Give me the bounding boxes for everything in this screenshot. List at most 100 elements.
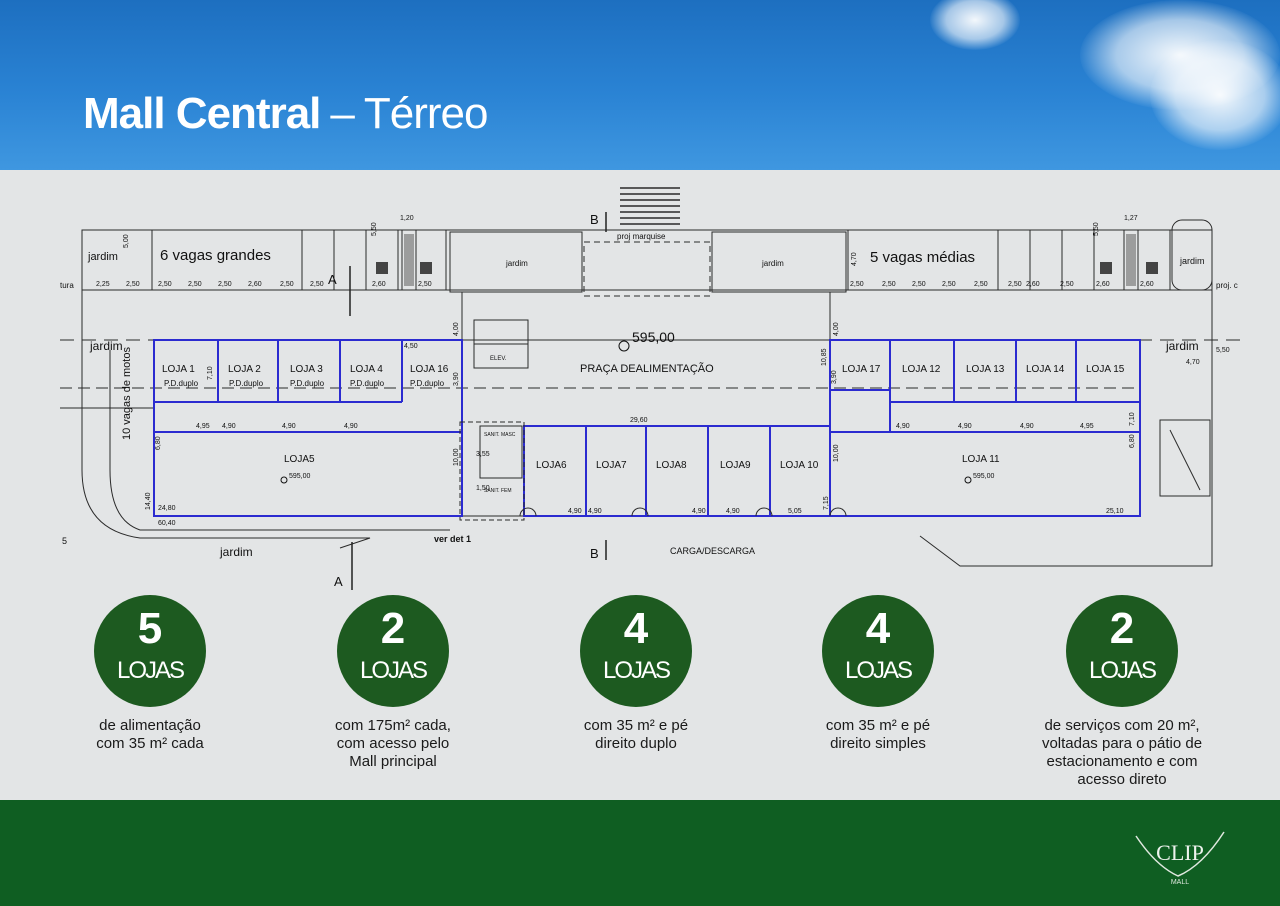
label-five: 5 bbox=[62, 536, 67, 546]
dim: 2,60 bbox=[1026, 281, 1040, 288]
caption-line: com 35 m² cada bbox=[96, 735, 204, 752]
stat-caption-5: de serviços com 20 m², voltadas para o p… bbox=[1012, 717, 1232, 789]
dim: 5,05 bbox=[788, 508, 802, 515]
shop-loja-3: LOJA 3 bbox=[290, 364, 323, 375]
stat-unit: LOJAS bbox=[844, 657, 913, 684]
dim: 10,85 bbox=[821, 348, 828, 366]
dim: 60,40 bbox=[158, 520, 176, 527]
stat-unit: LOJAS bbox=[602, 657, 671, 684]
stat-number: 5 bbox=[137, 604, 163, 653]
dim: 14,40 bbox=[145, 492, 152, 510]
dim: 7,15 bbox=[823, 496, 830, 510]
shop-loja-6: LOJA6 bbox=[536, 460, 567, 471]
title-main: Mall Central bbox=[83, 89, 321, 138]
stat-unit: LOJAS bbox=[359, 657, 428, 684]
shop-loja-5: LOJA5 bbox=[284, 454, 315, 465]
section-b-bottom: B bbox=[590, 546, 599, 561]
label-jardim-bottom: jardim bbox=[219, 545, 253, 559]
shop-loja-14: LOJA 14 bbox=[1026, 364, 1065, 375]
caption-line: Mall principal bbox=[349, 753, 437, 770]
dim: 2,50 bbox=[942, 281, 956, 288]
label-carga: CARGA/DESCARGA bbox=[670, 546, 755, 556]
curb-left bbox=[109, 350, 450, 531]
dim: 5,00 bbox=[123, 234, 130, 248]
dim: 2,50 bbox=[126, 281, 140, 288]
dim: 2,50 bbox=[418, 281, 432, 288]
shop-loja-12: LOJA 12 bbox=[902, 364, 941, 375]
caption-line: estacionamento e com bbox=[1046, 753, 1198, 770]
dim: 2,60 bbox=[1096, 281, 1110, 288]
dim: 2,25 bbox=[96, 281, 110, 288]
stat-caption-2: com 175m² cada, com acesso pelo Mall pri… bbox=[283, 717, 503, 771]
shop-loja-4: LOJA 4 bbox=[350, 364, 383, 375]
dim: 2,50 bbox=[218, 281, 232, 288]
stat-badge-4: 4 LOJAS bbox=[822, 595, 934, 707]
dim: 4,90 bbox=[896, 423, 910, 430]
dim: 6,80 bbox=[1129, 434, 1136, 448]
dim: 1,27 bbox=[1124, 215, 1138, 222]
label-jardim-top-right: jardim bbox=[1179, 256, 1205, 266]
header-banner: Mall Central–Térreo bbox=[0, 0, 1280, 170]
dim: 7,10 bbox=[207, 366, 214, 380]
stat-number: 4 bbox=[623, 604, 649, 653]
dim: 5,50 bbox=[1093, 222, 1100, 236]
label-jardim-top-left: jardim bbox=[87, 251, 118, 263]
stat-caption-3: com 35 m² e pé direito duplo bbox=[526, 717, 746, 753]
label-jardim-planter-right: jardim bbox=[761, 259, 784, 268]
dim: 4,90 bbox=[588, 508, 602, 515]
label-sanit-fem: SANIT. FEM bbox=[484, 488, 512, 494]
logo-sub: MALL bbox=[1171, 879, 1189, 886]
dim: 4,90 bbox=[568, 508, 582, 515]
label-jardim-right: jardim bbox=[1165, 339, 1199, 353]
shop-loja-9: LOJA9 bbox=[720, 460, 751, 471]
caption-line: voltadas para o pátio de bbox=[1041, 735, 1203, 752]
label-motos: 10 vagas de motos bbox=[121, 347, 133, 440]
dim: 3,90 bbox=[831, 370, 838, 384]
label-food-court: PRAÇA DEALIMENTAÇÃO bbox=[580, 362, 714, 375]
footer-band bbox=[0, 800, 1280, 906]
label-parking-large: 6 vagas grandes bbox=[160, 247, 271, 264]
dim: 2,50 bbox=[1060, 281, 1074, 288]
dim: 4,00 bbox=[453, 322, 460, 336]
dim: 24,80 bbox=[158, 505, 176, 512]
dim: 2,60 bbox=[248, 281, 262, 288]
dim: 4,70 bbox=[851, 252, 858, 266]
label-ver-det: ver det 1 bbox=[434, 534, 471, 544]
dim: 4,90 bbox=[692, 508, 706, 515]
dim: 2,50 bbox=[912, 281, 926, 288]
dim: 2,50 bbox=[850, 281, 864, 288]
dim: 1,50 bbox=[476, 485, 490, 492]
label-proj: proj. c bbox=[1216, 281, 1238, 290]
pd-duplo: P.D.duplo bbox=[229, 379, 264, 388]
pd-duplo: P.D.duplo bbox=[350, 379, 385, 388]
shop-loja-13: LOJA 13 bbox=[966, 364, 1005, 375]
label-tura: tura bbox=[60, 281, 74, 290]
dim: 7,10 bbox=[1129, 412, 1136, 426]
level-main: 595,00 bbox=[632, 329, 675, 345]
dim: 2,50 bbox=[310, 281, 324, 288]
dim: 10,00 bbox=[833, 444, 840, 462]
dim: 4,90 bbox=[344, 423, 358, 430]
dim: 2,50 bbox=[974, 281, 988, 288]
caption-line: com 35 m² e pé bbox=[583, 717, 689, 734]
logo-brand: CLIP bbox=[1156, 840, 1204, 865]
dim: 4,90 bbox=[1020, 423, 1034, 430]
dim: 1,20 bbox=[400, 215, 414, 222]
stat-badge-3: 4 LOJAS bbox=[580, 595, 692, 707]
stat-caption-1: de alimentação com 35 m² cada bbox=[40, 717, 260, 753]
stat-number: 2 bbox=[1109, 604, 1135, 653]
pd-duplo: P.D.duplo bbox=[164, 379, 199, 388]
dim: 4,50 bbox=[404, 343, 418, 350]
label-elev: ELEV. bbox=[490, 356, 507, 362]
dim: 2,60 bbox=[1140, 281, 1154, 288]
stat-unit: LOJAS bbox=[116, 657, 185, 684]
dim: 4,90 bbox=[282, 423, 296, 430]
label-jardim-left: jardim bbox=[89, 339, 123, 353]
dim: 4,90 bbox=[726, 508, 740, 515]
caption-line: direito duplo bbox=[595, 735, 677, 752]
caption-line: de alimentação bbox=[99, 717, 201, 734]
dim: 2,50 bbox=[158, 281, 172, 288]
dim: 4,95 bbox=[1080, 423, 1094, 430]
dim: 4,70 bbox=[1186, 359, 1200, 366]
stat-badge-2: 2 LOJAS bbox=[337, 595, 449, 707]
